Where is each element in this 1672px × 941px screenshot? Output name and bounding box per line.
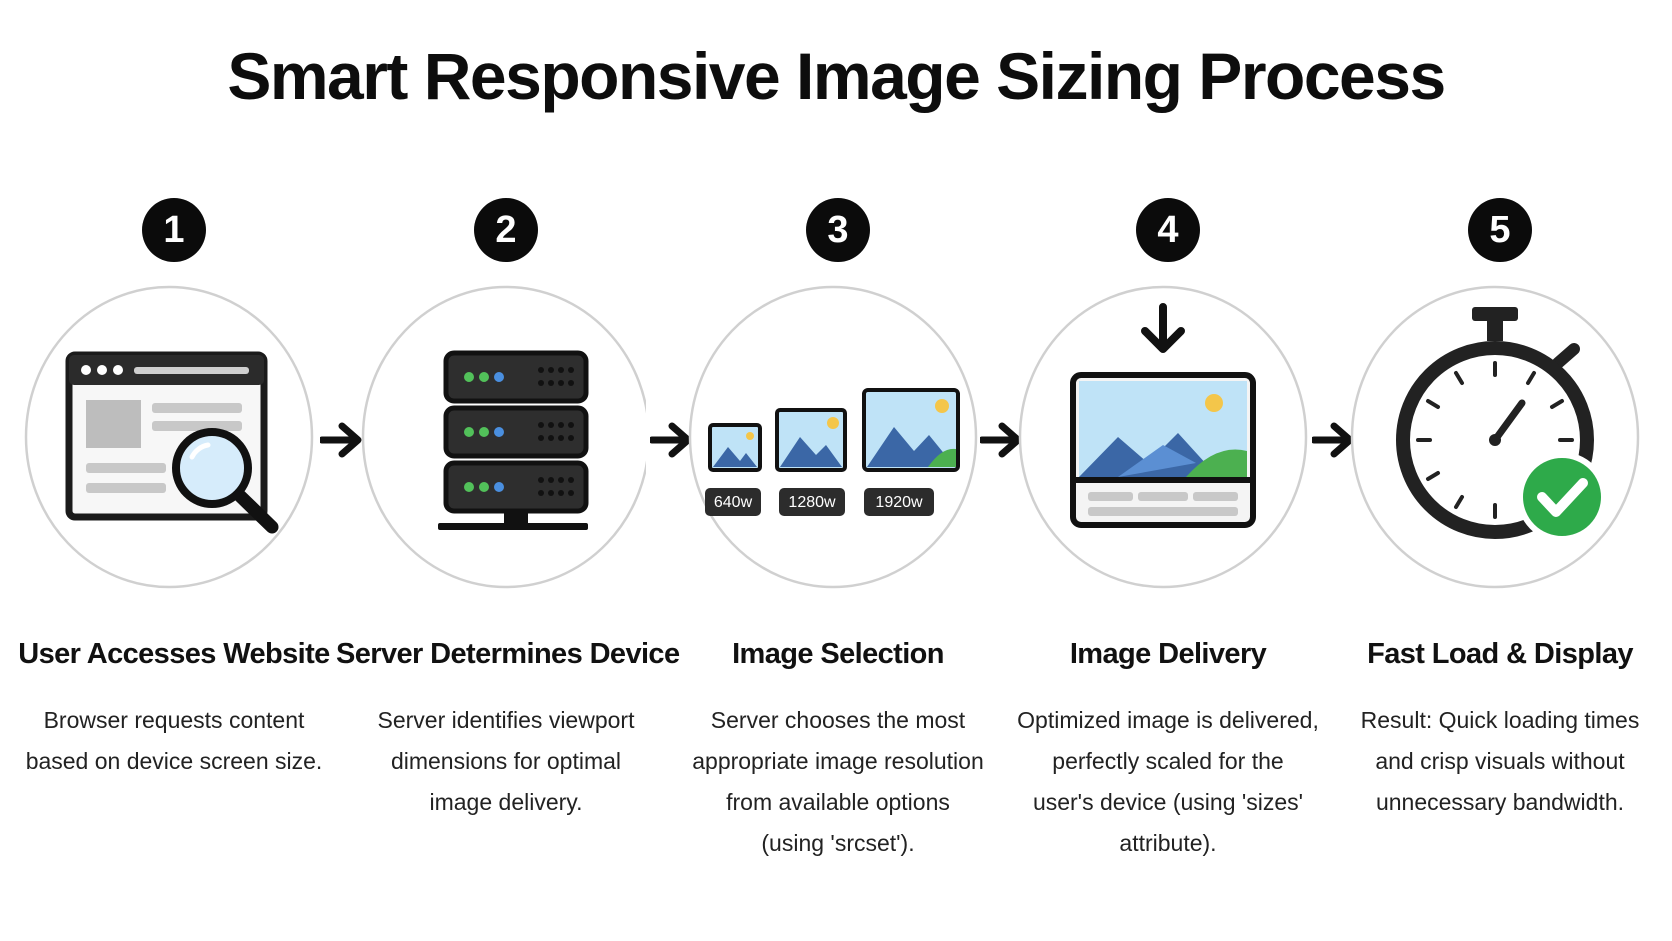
step-1: 1 User Accesses Website Browser requests… — [18, 0, 330, 941]
desc-line: Result: Quick loading times — [1360, 707, 1640, 733]
arrow-right-icon — [1312, 422, 1354, 458]
desc-line: from available options — [726, 789, 950, 815]
step-5: 5 Fast Load & Display Result: Quick load… — [1350, 0, 1650, 941]
step-heading: Image Delivery — [1069, 638, 1267, 670]
step-2: 2 Server Determines Device Server identi… — [336, 0, 680, 941]
desc-line: attribute). — [1119, 830, 1217, 856]
desc-line: image delivery. — [429, 789, 583, 815]
step-4: 4 Image Delivery Optimized image is deli… — [1017, 0, 1319, 941]
size-label: 1280w — [788, 494, 836, 511]
arrow-right-icon — [980, 422, 1022, 458]
desc-line: Server identifies viewport — [377, 707, 635, 733]
step-number-badge: 4 — [1136, 198, 1200, 262]
step-description: Result: Quick loading times and crisp vi… — [1335, 700, 1665, 823]
step-number-badge: 1 — [142, 198, 206, 262]
step-3: 3 640w 1280w 1920w Image Selection Serve… — [688, 0, 988, 941]
step-description: Optimized image is delivered, perfectly … — [1003, 700, 1333, 864]
step-heading: Image Selection — [732, 638, 944, 670]
desc-line: and crisp visuals without — [1375, 748, 1625, 774]
desc-line: based on device screen size. — [25, 748, 323, 774]
size-label: 1920w — [875, 494, 923, 511]
step-description: Server chooses the most appropriate imag… — [673, 700, 1003, 864]
desc-line: appropriate image resolution — [692, 748, 984, 774]
server-stack-icon — [361, 285, 646, 589]
step-heading: User Accesses Website — [18, 638, 330, 670]
desc-line: (using 'srcset'). — [761, 830, 915, 856]
step-description: Browser requests content based on device… — [9, 700, 339, 782]
arrow-right-icon — [650, 422, 692, 458]
arrow-right-icon — [320, 422, 362, 458]
desc-line: Optimized image is delivered, — [1017, 707, 1319, 733]
step-heading: Fast Load & Display — [1367, 638, 1633, 670]
size-label: 640w — [714, 494, 753, 511]
step-description: Server identifies viewport dimensions fo… — [341, 700, 671, 823]
stopwatch-check-icon — [1350, 285, 1640, 589]
page-title: Smart Responsive Image Sizing Process — [227, 39, 1446, 113]
browser-search-icon — [24, 285, 314, 589]
monitor-download-icon — [1018, 285, 1308, 589]
desc-line: dimensions for optimal — [390, 748, 622, 774]
desc-line: perfectly scaled for the — [1052, 748, 1284, 774]
step-heading: Server Determines Device — [336, 638, 680, 670]
desc-line: Browser requests content — [43, 707, 305, 733]
step-number-badge: 5 — [1468, 198, 1532, 262]
step-number-badge: 3 — [806, 198, 870, 262]
image-sizes-icon: 640w 1280w 1920w — [688, 285, 978, 589]
desc-line: user's device (using 'sizes' — [1032, 789, 1304, 815]
desc-line: Server chooses the most — [710, 707, 966, 733]
desc-line: unnecessary bandwidth. — [1375, 789, 1625, 815]
step-number-badge: 2 — [474, 198, 538, 262]
